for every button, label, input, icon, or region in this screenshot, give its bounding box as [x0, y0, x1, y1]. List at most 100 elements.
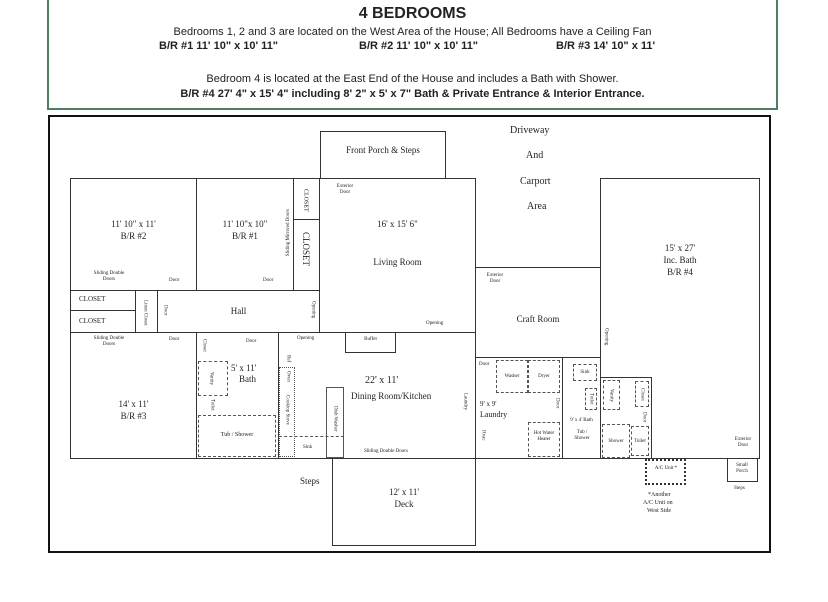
ac-note-1: *Another	[648, 492, 671, 498]
living-room: Exterior Door 16' x 15' 6" Living Room O…	[319, 178, 476, 333]
br4-closet: Closet	[635, 381, 649, 407]
hall: Door Hall Opening	[157, 290, 320, 333]
kitchen-counter	[279, 367, 295, 457]
ac-note-3: West Side	[647, 508, 672, 514]
tub-bath-toilet-label: Toilet	[588, 393, 594, 405]
tub-bath: Sink Toilet 9' x 4' Bath Tub / Shower	[562, 357, 601, 459]
br4-shower-label: Shower	[608, 439, 624, 444]
dining-sliding-doors: Sliding Double Doors	[364, 449, 408, 454]
br4-name: B/R #4	[667, 267, 693, 277]
header-line3: Bedroom 4 is located at the East End of …	[206, 73, 619, 85]
dryer: Dryer	[528, 360, 560, 393]
br3-name: B/R #3	[120, 411, 147, 421]
hall-door: Door	[162, 305, 168, 316]
buffet: Buffet	[345, 332, 396, 353]
tub-bath-shower: Tub / Shower	[574, 430, 590, 441]
bedroom-1: 11' 10"x 10" B/R #1 Door Sliding Mirrore…	[196, 178, 294, 291]
buffet-label: Buffet	[364, 337, 377, 342]
closet-tall: CLOSET	[293, 219, 320, 291]
dryer-label: Dryer	[538, 374, 550, 379]
living-exterior-door: Exterior Door	[336, 184, 354, 195]
bath-toilet: Toilet	[209, 399, 215, 411]
area-label: Area	[527, 201, 547, 212]
closet-label: CLOSET	[302, 189, 309, 212]
dishwasher-label: Dish Washer	[332, 406, 338, 432]
tub-bath-sink-label: Sink	[580, 370, 590, 375]
br2-size: 11' 10" x 11'	[111, 219, 156, 229]
br4-shower: Shower	[602, 424, 630, 458]
vanity-label: Vanity	[208, 372, 214, 386]
oven-label: Oven	[285, 371, 291, 382]
sink-label: Sink	[303, 445, 313, 450]
deck-name: Deck	[394, 499, 414, 509]
laundry-door: Door	[479, 362, 490, 367]
cooktop-label: Cooktop Stove	[284, 395, 290, 425]
washer-label: Washer	[504, 374, 520, 379]
deck-size: 12' x 11'	[389, 487, 419, 497]
craft-exterior-door: Exterior Door	[486, 273, 504, 284]
br3-door: Door	[169, 337, 180, 342]
closet-a: CLOSET	[70, 290, 136, 311]
br2-sliding-door: Sliding Double Doors	[93, 271, 125, 282]
driveway-and-label: And	[526, 150, 544, 161]
laundry-door2: Door	[554, 398, 560, 409]
living-name: Living Room	[373, 257, 422, 267]
sink-counter-line	[279, 436, 344, 437]
driveway-label: Driveway	[510, 125, 550, 136]
closet-b-label: CLOSET	[79, 317, 106, 325]
hvac-label: Hvac	[480, 430, 486, 441]
front-porch: Front Porch & Steps	[320, 131, 446, 179]
br4-toilet-label: Toilet	[634, 439, 646, 444]
header-line4: B/R #4 27' 4" x 15' 4" including 8' 2" x…	[180, 88, 645, 100]
br3-size: 14' x 11'	[118, 399, 149, 409]
dishwasher: Dish Washer	[326, 387, 344, 458]
bath-closet: Closet	[201, 339, 207, 352]
laundry-size: 9' x 9'	[480, 400, 497, 408]
closet-a-label: CLOSET	[79, 295, 106, 303]
br4-bath-door: Door	[641, 412, 647, 423]
dining-opening: Opening	[297, 336, 315, 341]
tub-shower: Tub / Shower	[198, 415, 276, 457]
floor-plan-frame	[48, 115, 771, 553]
linen-closet: Linen Closet	[135, 290, 158, 333]
br4-closet-label: Closet	[639, 388, 645, 401]
dining-size: 22' x 11'	[365, 375, 399, 386]
bath-door: Door	[246, 339, 257, 344]
br3-dims: B/R #3 14' 10" x 11'	[556, 40, 656, 52]
bath-vanity: Vanity	[198, 361, 228, 396]
br4-exterior-door: Exterior Door	[734, 437, 752, 448]
tub-bath-sink: Sink	[573, 364, 597, 381]
water-heater: Hot Water Heater	[528, 422, 560, 457]
br1-dims: B/R #1 11' 10" x 10' 11"	[159, 40, 279, 52]
craft-opening: Opening	[603, 328, 609, 346]
header-box: 4 BEDROOMS Bedrooms 1, 2 and 3 are locat…	[47, 0, 778, 110]
br1-sliding-doors: Sliding Mirrored Doors	[286, 209, 291, 257]
ac-unit: A/C Unit *	[645, 459, 686, 485]
closet-small: CLOSET	[293, 178, 320, 220]
br4-size: 15' x 27'	[664, 243, 696, 253]
bedroom-2: 11' 10" x 11' B/R #2 Sliding Double Door…	[70, 178, 197, 291]
hall-label: Hall	[230, 306, 247, 316]
br1-size: 11' 10"x 10"	[222, 219, 268, 229]
br2-door: Door	[169, 278, 180, 283]
front-porch-label: Front Porch & Steps	[346, 145, 420, 155]
small-porch-label: Small Porch	[736, 463, 748, 474]
br3-sliding-door: Sliding Double Doors	[93, 336, 125, 347]
header-title: 4 BEDROOMS	[358, 5, 467, 22]
living-size: 16' x 15' 6"	[377, 219, 418, 229]
br1-door: Door	[263, 278, 274, 283]
bath-size: 5' x 11'	[231, 363, 257, 373]
bedroom-3: Sliding Double Doors Door 14' x 11' B/R …	[70, 332, 197, 459]
craft-room: Exterior Door Craft Room	[475, 267, 601, 358]
br1-name: B/R #1	[232, 231, 258, 241]
small-porch: Small Porch	[727, 458, 758, 482]
ac-label: A/C Unit *	[654, 466, 678, 471]
tub-bath-toilet: Toilet	[585, 388, 597, 410]
br4-inc-bath: Inc. Bath	[663, 255, 697, 265]
bedroom-4: 15' x 27' Inc. Bath B/R #4 Exterior Door	[600, 178, 760, 459]
tub-label: Tub / Shower	[220, 432, 254, 438]
living-opening: Opening	[426, 321, 444, 326]
br4-bath: Vanity Closet Door Shower Toilet	[600, 377, 652, 459]
hall-opening: Opening	[310, 301, 316, 319]
laundry-door-label: Laundry	[462, 393, 468, 410]
